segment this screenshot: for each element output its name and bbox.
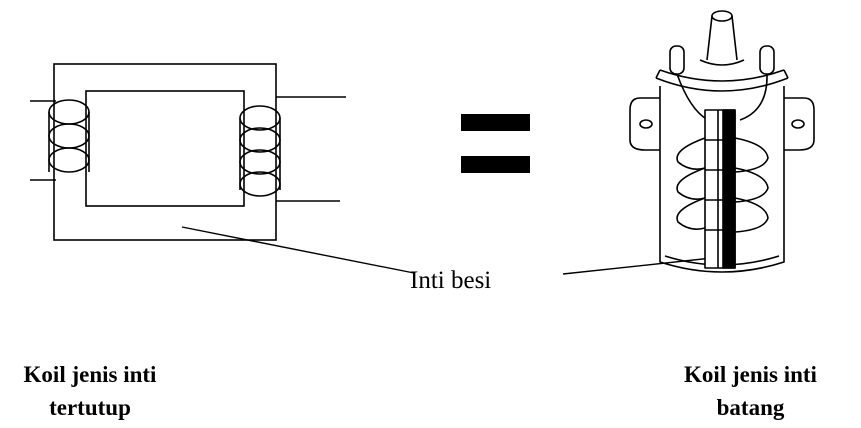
closed-core-coil-drawing [30,63,346,241]
rod-core-caption-line2: batang [716,395,785,420]
equals-sign [461,114,530,173]
rod-core-coil-drawing [629,10,815,273]
core-inner-window [85,90,245,207]
rod-core-caption-line1: Koil jenis inti [684,362,817,387]
closed-core-caption-line2: tertutup [49,395,131,420]
right-winding [239,105,281,197]
left-winding [48,99,90,173]
rod-core-caption: Koil jenis inti batang [640,358,861,424]
rod-winding [676,137,769,233]
closed-core-caption-line1: Koil jenis inti [23,362,157,387]
iron-core-label: Inti besi [410,267,492,294]
closed-core-caption: Koil jenis inti tertutup [0,358,180,424]
rod-core-leader-line [562,257,713,275]
closed-core-leader-line [181,226,415,274]
